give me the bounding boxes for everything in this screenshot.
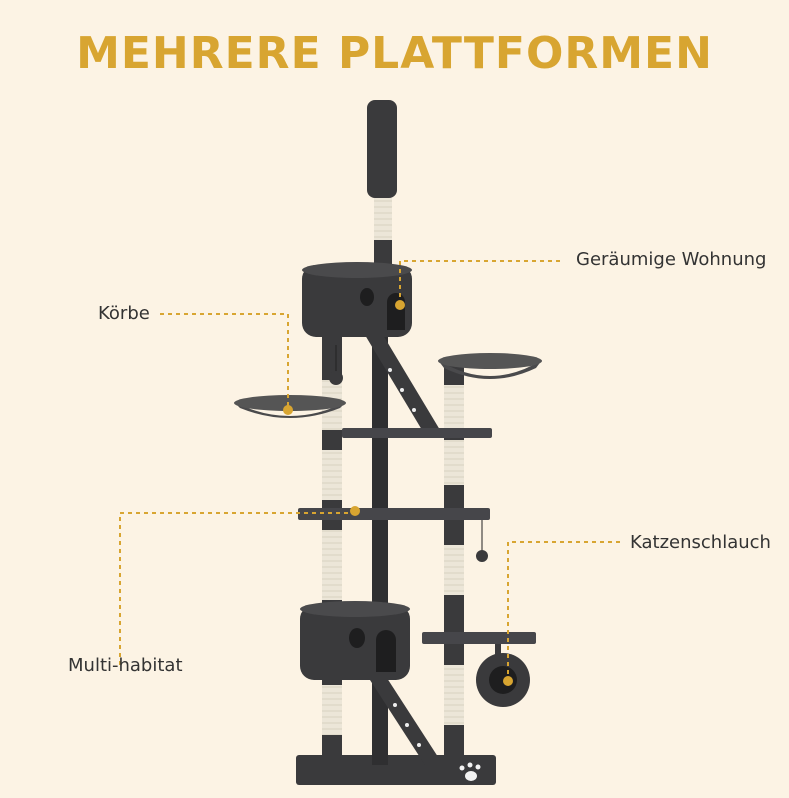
top-pole-cap xyxy=(367,100,397,198)
right-basket xyxy=(438,360,542,379)
upper-ramp xyxy=(365,330,440,435)
label-apartment: Geräumige Wohnung xyxy=(576,249,767,270)
mid-platform xyxy=(342,428,492,438)
page-title: MEHRERE PLATTFORMEN xyxy=(76,28,713,79)
callout-line-baskets xyxy=(160,313,289,408)
callout-line-tunnel xyxy=(507,541,620,680)
label-baskets: Körbe xyxy=(98,303,150,324)
label-tunnel: Katzenschlauch xyxy=(630,532,771,553)
callout-dot xyxy=(283,405,293,415)
callout-dot xyxy=(395,300,405,310)
paw-icon xyxy=(465,771,477,781)
hanging-toy xyxy=(329,371,343,385)
upper-condo xyxy=(302,265,412,337)
callout-line-multi-habitat xyxy=(119,512,355,665)
wide-platform xyxy=(298,508,490,520)
hanging-toy xyxy=(476,550,488,562)
label-multi-habitat: Multi-habitat xyxy=(68,655,183,676)
callout-line-apartment xyxy=(399,260,560,300)
callout-dot xyxy=(350,506,360,516)
callout-dot xyxy=(503,676,513,686)
base-board xyxy=(296,755,496,785)
lower-ramp xyxy=(370,675,440,765)
left-basket xyxy=(234,402,346,418)
tunnel-platform xyxy=(422,632,536,644)
